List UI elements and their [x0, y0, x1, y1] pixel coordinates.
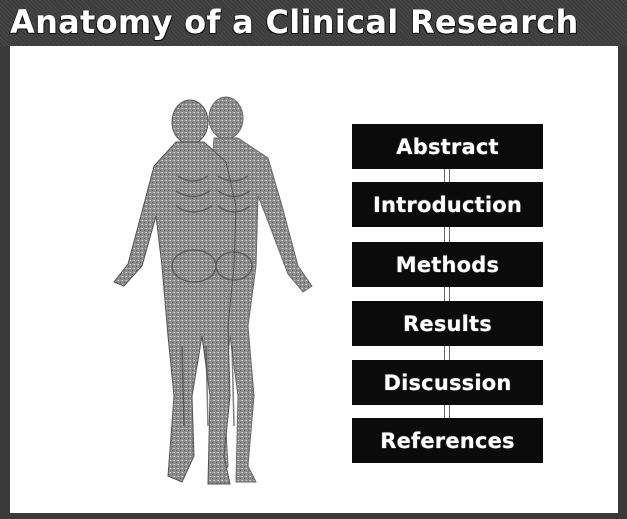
section-box-methods: Methods [352, 242, 543, 287]
anatomy-figure-icon [113, 96, 313, 485]
title-bar: Anatomy of a Clinical Research [0, 0, 627, 46]
section-box-introduction: Introduction [352, 182, 543, 227]
section-box-results: Results [352, 301, 543, 346]
section-box-abstract: Abstract [352, 124, 543, 169]
section-box-discussion: Discussion [352, 360, 543, 405]
section-connector [444, 130, 450, 460]
slide-title: Anatomy of a Clinical Research [10, 3, 579, 41]
section-box-references: References [352, 418, 543, 463]
